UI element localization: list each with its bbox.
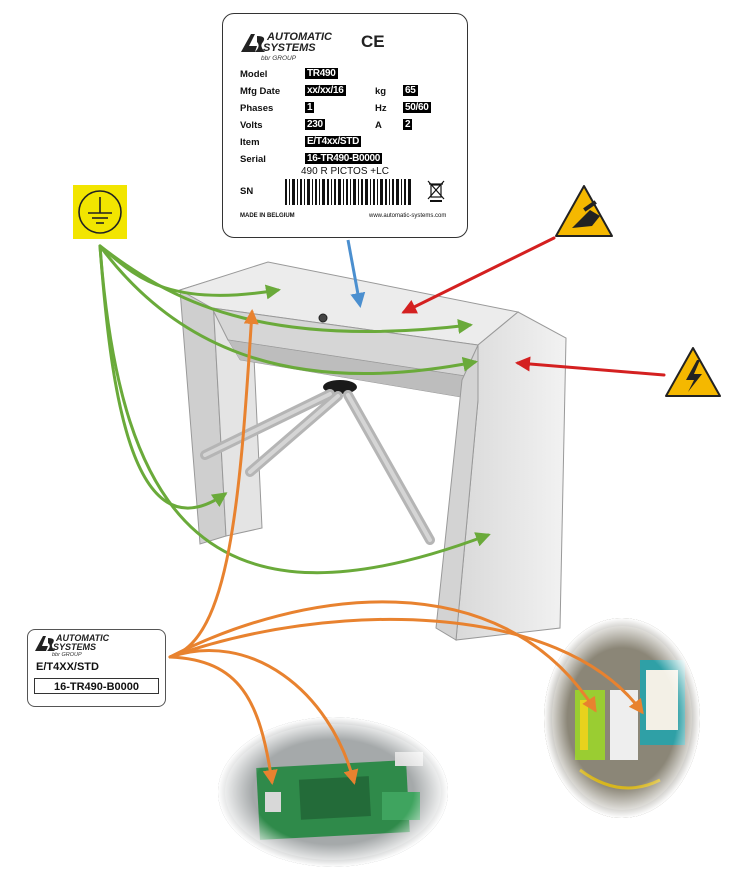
serial-value: 16-TR490-B0000 <box>305 153 383 164</box>
small-logo-line-1: AUTOMATIC <box>56 633 110 643</box>
ground-arrows <box>98 244 491 575</box>
pcb-controller-photo <box>218 717 448 867</box>
kg-label: kg <box>375 86 387 97</box>
ground-arrow <box>98 244 473 334</box>
model-label: Model <box>240 69 268 80</box>
made-in-text: MADE IN BELGIUM <box>240 213 295 219</box>
volts-value: 230 <box>305 119 325 130</box>
terminal-block-photo <box>544 618 700 818</box>
hazard-arrows <box>401 236 666 377</box>
logo-group: bbr GROUP <box>261 55 297 62</box>
label-arrow <box>168 617 644 715</box>
volts-label: Volts <box>240 120 263 131</box>
item-code: E/T4XX/STD <box>36 661 99 673</box>
hz-value: 50/60 <box>403 102 431 113</box>
mfg-date-label: Mfg Date <box>240 86 281 97</box>
small-logo-line-2: SYSTEMS <box>53 642 97 652</box>
as-logo-icon <box>35 636 55 651</box>
phases-label: Phases <box>240 103 274 114</box>
top-beam-lock <box>318 313 328 323</box>
ground-arrow <box>98 244 491 575</box>
item-serial-label: AUTOMATIC SYSTEMS bbr GROUP E/T4XX/STD 1… <box>27 629 166 707</box>
as-logo-icon <box>241 34 265 52</box>
turnstile-illustration <box>178 261 567 641</box>
label-arrow <box>168 600 597 713</box>
small-label-logo: AUTOMATIC SYSTEMS bbr GROUP <box>34 633 134 659</box>
amps-value: 2 <box>403 119 413 130</box>
small-logo-group: bbr GROUP <box>52 652 82 658</box>
phases-value: 1 <box>305 102 315 113</box>
ce-mark: CE <box>361 32 385 51</box>
ground-symbol-icon <box>73 185 127 239</box>
crossed-out-bin-icon <box>427 180 445 202</box>
sn-label: SN <box>240 186 254 197</box>
item-value: E/T4xx/STD <box>305 136 362 147</box>
serial-barcode <box>285 179 411 205</box>
label-arrow <box>168 649 359 785</box>
hand-crush-warning-icon <box>555 185 613 237</box>
hazard-arrow <box>515 356 666 377</box>
label-arrow <box>168 309 259 659</box>
kg-value: 65 <box>403 85 418 96</box>
automatic-systems-logo: AUTOMATIC SYSTEMS bbr GROUP <box>239 30 359 64</box>
logo-line-2: SYSTEMS <box>263 42 316 54</box>
amps-label: A <box>375 120 382 131</box>
model-description: 490 R PICTOS +LC <box>301 166 389 177</box>
label-arrows <box>168 309 644 785</box>
hz-label: Hz <box>375 103 387 114</box>
high-voltage-warning-icon <box>665 347 721 397</box>
item-label: Item <box>240 137 260 148</box>
nameplate-arrow <box>346 239 366 308</box>
ground-arrow <box>98 244 478 375</box>
logo-line-1: AUTOMATIC <box>267 31 332 43</box>
serial-number-box: 16-TR490-B0000 <box>34 678 159 694</box>
model-value: TR490 <box>305 68 338 79</box>
label-arrow <box>168 655 278 785</box>
website-text: www.automatic-systems.com <box>369 213 447 219</box>
mfg-date-value: xx/xx/16 <box>305 85 346 96</box>
serial-label: Serial <box>240 154 266 165</box>
product-nameplate: AUTOMATIC SYSTEMS bbr GROUP CE Model TR4… <box>222 13 468 238</box>
hazard-arrow <box>401 236 556 314</box>
